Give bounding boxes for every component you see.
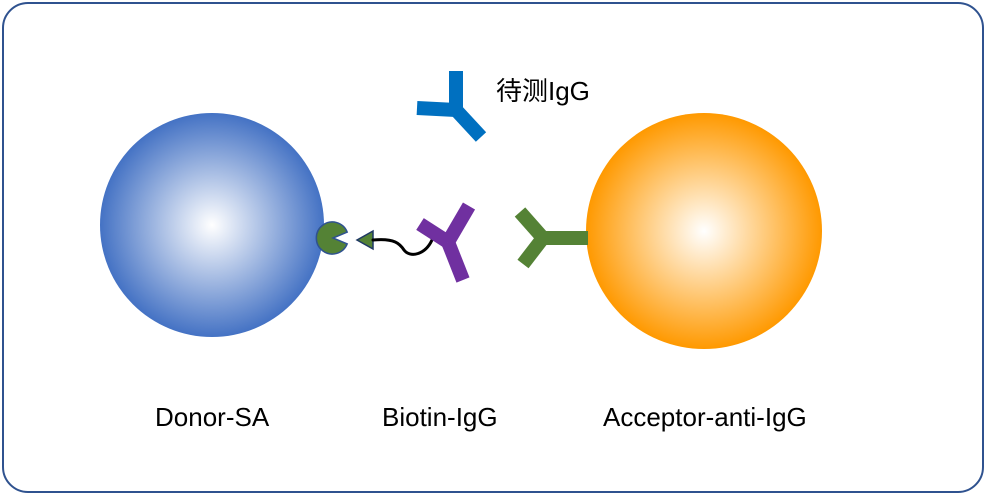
biotin-antibody-icon — [416, 202, 476, 283]
acceptor-bead — [586, 113, 822, 349]
biotin-tag-icon — [355, 229, 374, 251]
target-antibody-icon — [416, 71, 487, 142]
target-igg-label: 待测IgG — [496, 76, 590, 106]
biotin-igg-label: Biotin-IgG — [382, 402, 498, 432]
donor-bead — [100, 113, 324, 337]
biotin-linker — [371, 238, 434, 256]
acceptor-label: Acceptor-anti-IgG — [603, 402, 807, 432]
anti-igg-antibody-icon — [514, 207, 588, 269]
streptavidin-icon — [315, 221, 349, 255]
donor-label: Donor-SA — [155, 402, 270, 432]
